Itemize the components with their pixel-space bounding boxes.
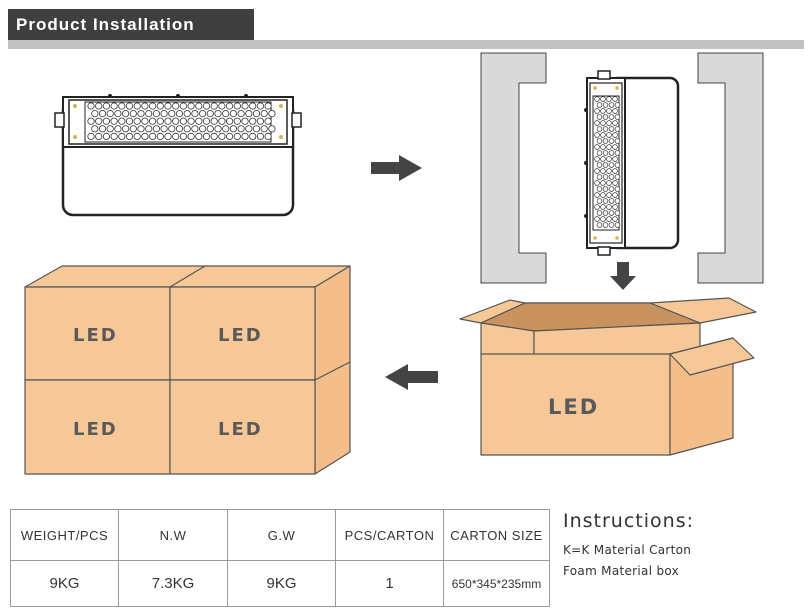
instruction-line: K=K Material Carton	[563, 543, 692, 557]
instructions-panel: Instructions: K=K Material Carton Foam M…	[563, 510, 694, 582]
table-header: G.W	[227, 509, 336, 561]
arrow-down-icon	[610, 262, 636, 290]
stacked-cartons	[24, 265, 351, 475]
floodlight-side	[584, 70, 680, 256]
box-label-2: LED	[218, 325, 263, 346]
foam-inserts	[480, 52, 764, 284]
table-header: CARTON SIZE	[443, 509, 550, 561]
section-title: Product Installation	[8, 9, 254, 40]
table-header: PCS/CARTON	[335, 509, 444, 561]
box-label-1: LED	[73, 325, 118, 346]
section-divider	[8, 40, 804, 49]
table-header-row: WEIGHT/PCS N.W G.W PCS/CARTON CARTON SIZ…	[10, 509, 550, 561]
installation-diagram: LED LED LED LED LED	[24, 52, 764, 475]
arrow-right-icon	[371, 155, 422, 181]
table-cell: 650*345*235mm	[443, 560, 550, 607]
table-row: 9KG 7.3KG 9KG 1 650*345*235mm	[10, 560, 550, 607]
table-header: N.W	[118, 509, 228, 561]
floodlight-front	[54, 94, 302, 217]
open-carton	[459, 297, 757, 456]
arrow-left-icon	[385, 364, 438, 390]
table-header: WEIGHT/PCS	[10, 509, 119, 561]
table-cell: 9KG	[10, 560, 119, 607]
box-label-open: LED	[548, 395, 599, 419]
table-cell: 9KG	[227, 560, 336, 607]
box-label-3: LED	[73, 419, 118, 440]
instructions-title: Instructions:	[563, 510, 694, 532]
box-label-4: LED	[218, 419, 263, 440]
instruction-line: Foam Material box	[563, 564, 680, 578]
table-cell: 7.3KG	[118, 560, 228, 607]
spec-table: WEIGHT/PCS N.W G.W PCS/CARTON CARTON SIZ…	[10, 509, 550, 607]
table-cell: 1	[335, 560, 444, 607]
